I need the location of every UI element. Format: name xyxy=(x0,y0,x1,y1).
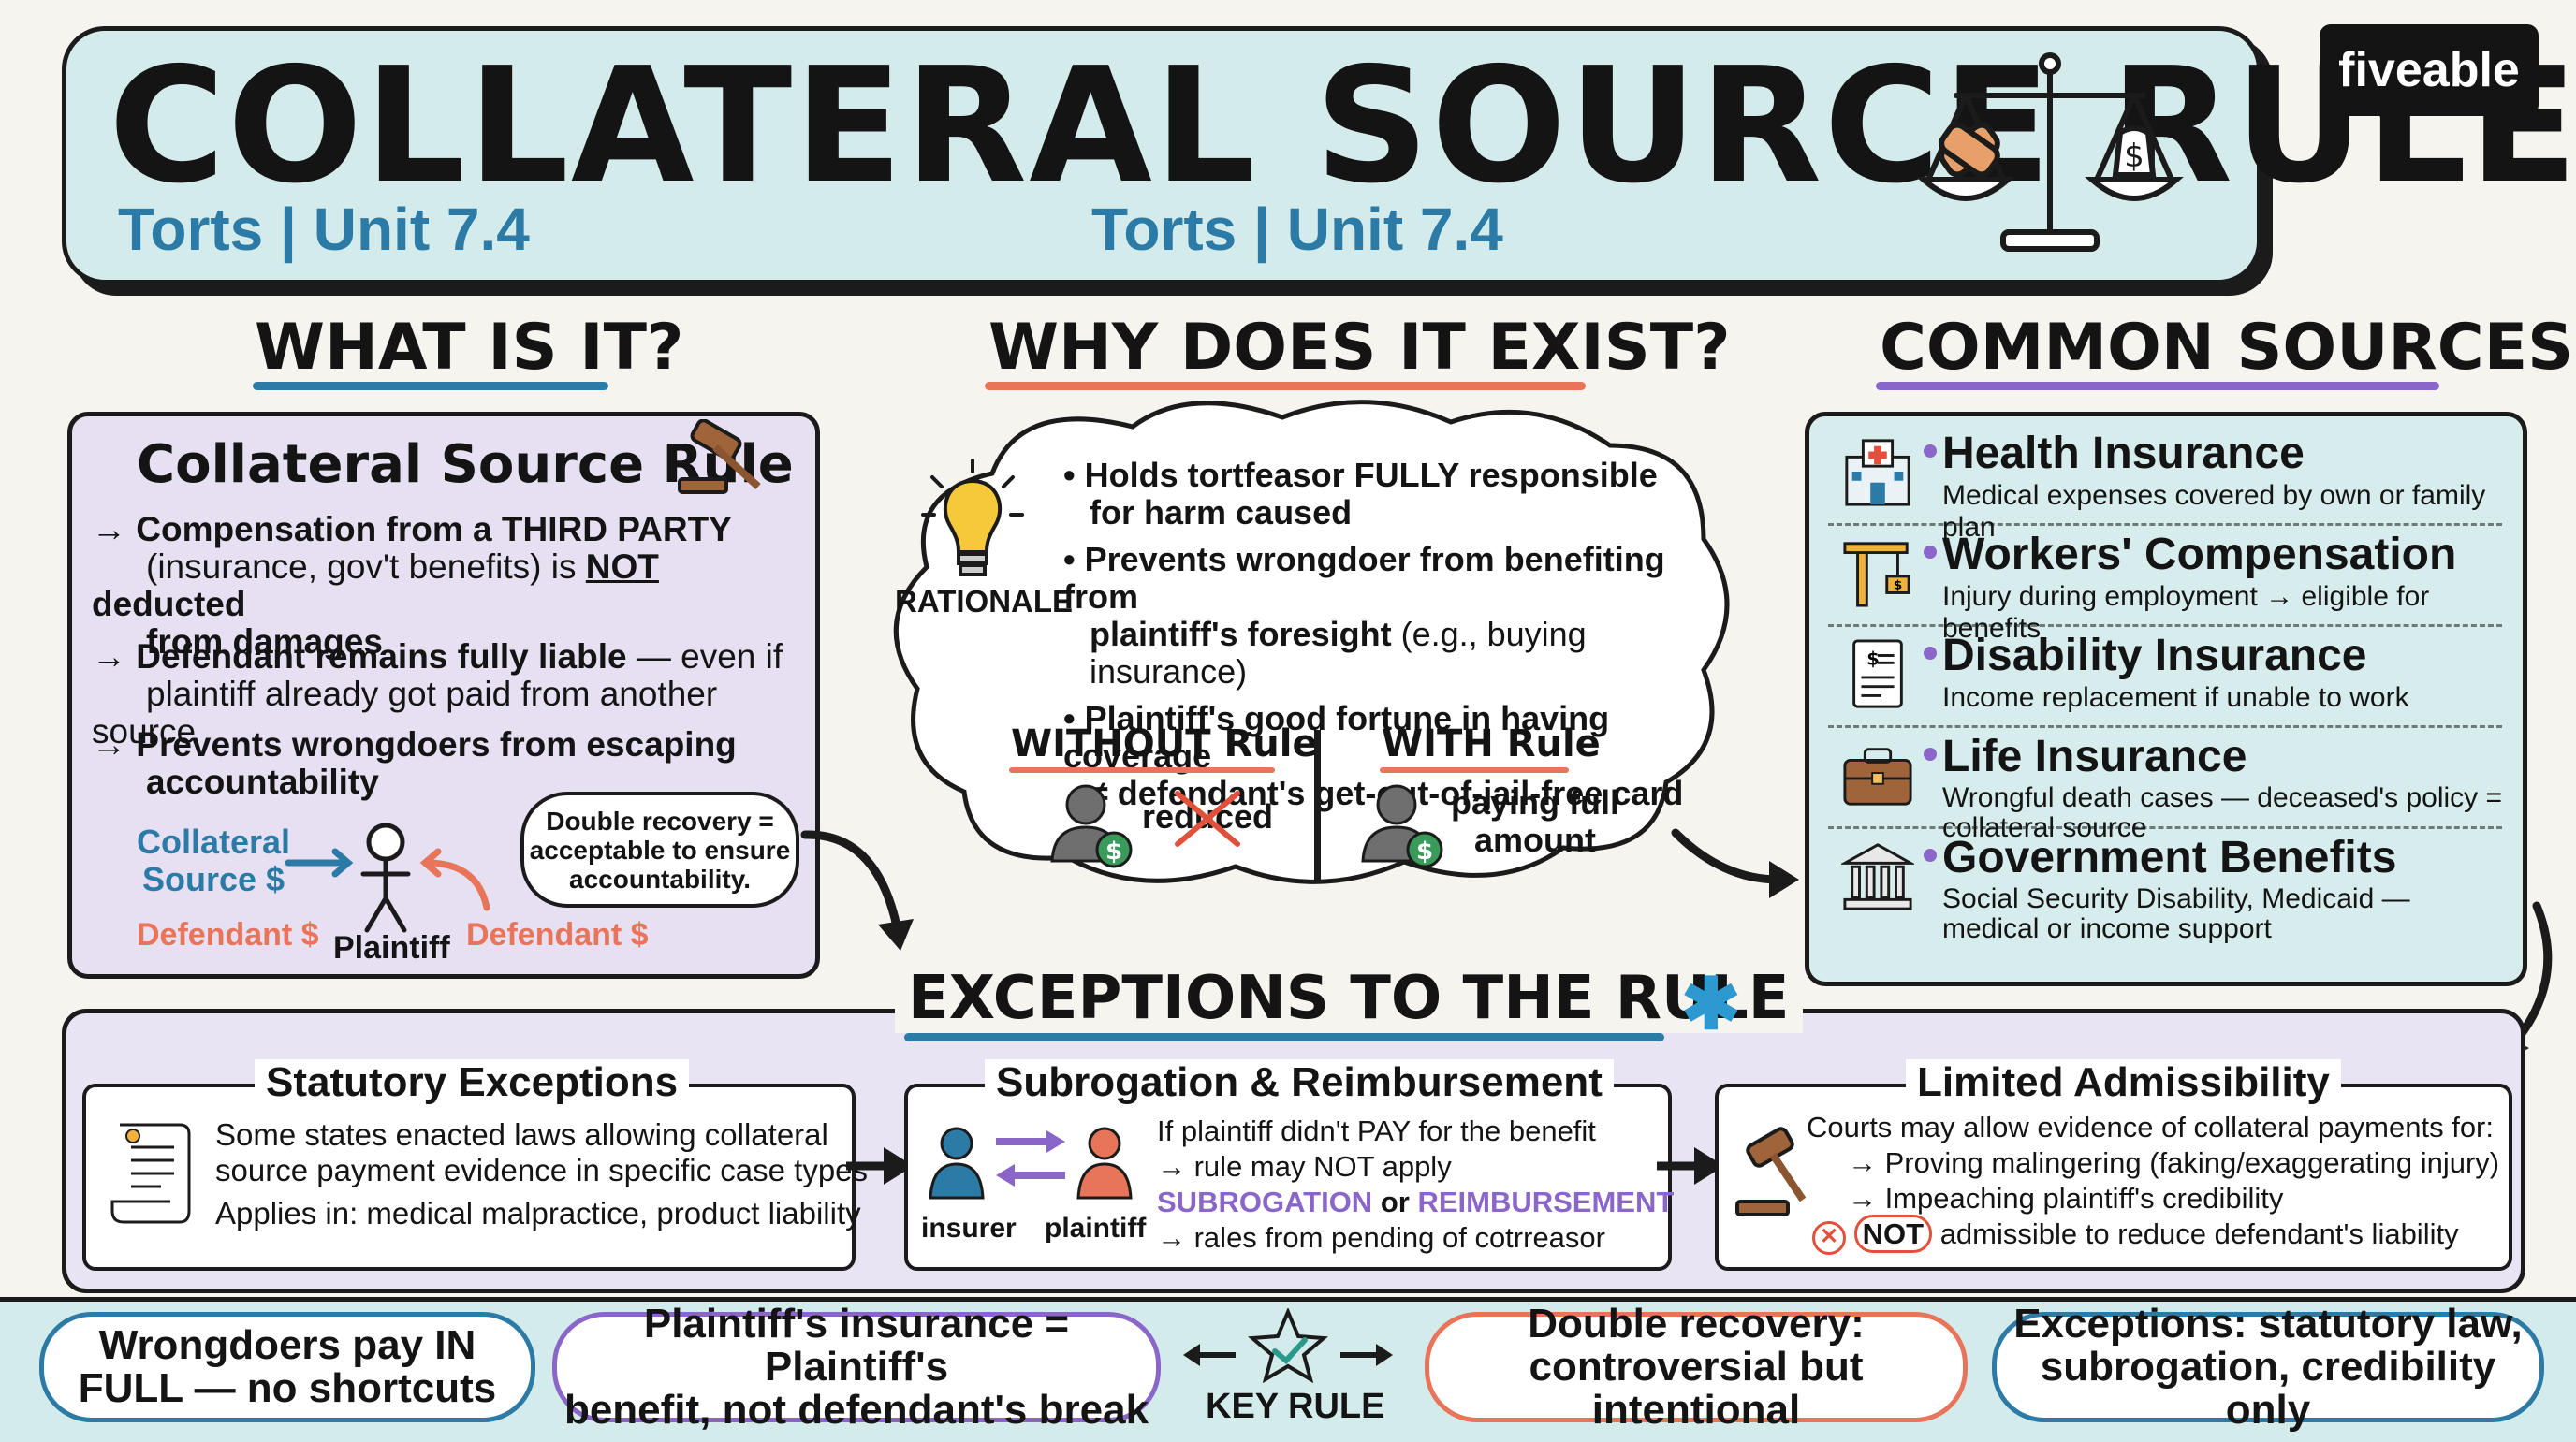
key-rule-label: KEY RULE xyxy=(1206,1387,1385,1426)
statutory-exceptions-box xyxy=(82,1084,856,1271)
arrow-to-sources xyxy=(1671,828,1799,898)
what-underline xyxy=(253,382,608,390)
without-underline xyxy=(1009,767,1275,773)
source-title: Workers' Compensation xyxy=(1942,530,2457,579)
insurer-label: insurer xyxy=(921,1213,1017,1244)
admissibility-title: Limited Admissibility xyxy=(1906,1059,2341,1106)
document-icon: $ xyxy=(1852,639,1903,708)
gavel-icon xyxy=(678,419,761,494)
divider xyxy=(1314,730,1321,880)
source-desc: Income replacement if unable to work xyxy=(1942,682,2409,713)
asterisk-icon: ✱ xyxy=(1681,965,1741,1044)
scales-of-justice-icon: $ xyxy=(1916,52,2184,252)
what-bullet-3: → Prevents wrongdoers from escaping acco… xyxy=(92,725,737,801)
b1-rest: (insurance, gov't benefits) is xyxy=(146,547,577,586)
svg-text:$: $ xyxy=(2124,138,2144,175)
pill-exceptions-summary: Exceptions: statutory law,subrogation, c… xyxy=(1992,1303,2544,1432)
source-desc: Injury during employment → eligible for … xyxy=(1942,581,2430,644)
plaintiff-label: Plaintiff xyxy=(333,930,450,966)
person-with-money-icon-without: $ xyxy=(1050,784,1133,868)
source-desc: Wrongful death cases — deceased's policy… xyxy=(1942,782,2503,843)
without-rule-label: WITHOUT Rule xyxy=(1011,722,1318,765)
arrow-to-exceptions-left xyxy=(800,830,914,951)
source-row-life: Life Insurance Wrongful death cases — de… xyxy=(1828,725,2502,843)
source-row-disability: $ Disability Insurance Income replacemen… xyxy=(1828,624,2502,728)
subrogation-title: Subrogation & Reimbursement xyxy=(985,1059,1614,1106)
scroll-document-icon xyxy=(110,1123,191,1224)
arrow-statutory-to-subrogation xyxy=(846,1147,914,1185)
b2-bold: Defendant remains fully liable xyxy=(136,637,627,676)
double-recovery-bubble: Double recovery = acceptable to ensure a… xyxy=(520,792,799,908)
source-desc: Medical expenses covered by own or famil… xyxy=(1942,480,2486,543)
svg-text:$: $ xyxy=(1105,838,1122,866)
b3-line2: accountability xyxy=(146,763,379,801)
why-underline xyxy=(985,382,1586,390)
exceptions-heading: EXCEPTIONS TO THE RULE xyxy=(895,964,1803,1033)
svg-text:$: $ xyxy=(1894,578,1903,593)
key-rule-star-icon xyxy=(1183,1308,1393,1383)
svg-text:$: $ xyxy=(1866,648,1880,669)
defendant-left-label: Defendant $ xyxy=(137,917,319,953)
subtitle-center: Torts | Unit 7.4 xyxy=(1091,196,1503,263)
source-desc: Social Security Disability, Medicaid — m… xyxy=(1942,883,2410,944)
header-banner xyxy=(62,26,2261,284)
logo-tail xyxy=(2372,109,2396,133)
exceptions-underline xyxy=(904,1033,1664,1041)
source-title: Life Insurance xyxy=(1942,732,2247,781)
subtitle-left: Torts | Unit 7.4 xyxy=(118,196,530,263)
b1-line3: from damages xyxy=(146,622,383,661)
source-title: Disability Insurance xyxy=(1942,631,2367,680)
statutory-text: Some states enacted laws allowing collat… xyxy=(215,1117,869,1231)
plaintiff-label-exc: plaintiff xyxy=(1045,1213,1147,1244)
rationale-label: RATIONALE xyxy=(895,584,1074,619)
hospital-icon xyxy=(1845,439,1910,506)
red-x-mark xyxy=(1175,791,1240,847)
collateral-source-label: Collateral Source $ xyxy=(137,823,291,898)
person-with-money-icon-with: $ xyxy=(1361,784,1443,868)
b1-bold: Compensation from a THIRD PARTY xyxy=(136,510,732,548)
page-title: COLLATERAL SOURCE RULE xyxy=(109,34,2576,219)
subrogation-text: If plaintiff didn't PAY for the benefit … xyxy=(1157,1114,1675,1254)
arrow-subrogation-to-admissibility xyxy=(1657,1147,1724,1185)
briefcase-icon xyxy=(1843,748,1912,806)
plaintiff-figure-diagram xyxy=(285,823,490,933)
rationale-points: • Holds tortfeasor FULLY responsible for… xyxy=(1063,456,1684,812)
fiveable-logo[interactable]: fiveable xyxy=(2320,24,2539,116)
source-row-health: Health Insurance Medical expenses covere… xyxy=(1828,422,2502,543)
b1-end: deducted xyxy=(92,585,246,623)
lightbulb-icon xyxy=(921,459,1024,576)
defendant-right-label: Defendant $ xyxy=(466,917,649,953)
svg-text:$: $ xyxy=(1416,838,1433,866)
what-bullet-1: → Compensation from a THIRD PARTY (insur… xyxy=(92,510,732,661)
b1-not: NOT xyxy=(585,547,659,586)
source-row-workers-comp: $ Workers' Compensation Injury during em… xyxy=(1828,523,2502,644)
sources-underline xyxy=(1876,382,2439,390)
b2-rest: — even if xyxy=(636,637,783,676)
insurer-plaintiff-exchange-icon xyxy=(929,1127,1133,1200)
source-title: Government Benefits xyxy=(1942,833,2397,882)
rationale-cloud xyxy=(893,400,1730,884)
common-sources-panel: Health Insurance Medical expenses covere… xyxy=(1805,412,2527,986)
source-title: Health Insurance xyxy=(1942,429,2305,478)
gavel-icon-2 xyxy=(1735,1127,1807,1216)
what-is-it-heading: WHAT IS IT? xyxy=(255,311,684,385)
b3-line1: Prevents wrongdoers from escaping xyxy=(136,725,737,764)
with-underline xyxy=(1380,767,1569,773)
with-rule-label: WITH Rule xyxy=(1382,722,1601,765)
paying-full-amount: paying full amount xyxy=(1451,783,1619,859)
x-circle-icon: ✕ xyxy=(1812,1221,1846,1255)
why-heading: WHY DOES IT EXIST? xyxy=(988,311,1731,385)
source-row-government: Government Benefits Social Security Disa… xyxy=(1828,826,2502,944)
b2-line2: plaintiff already got paid from another … xyxy=(92,675,718,750)
common-sources-heading: COMMON SOURCES xyxy=(1880,311,2574,385)
admissibility-text: Courts may allow evidence of collateral … xyxy=(1807,1110,2499,1255)
statutory-title: Statutory Exceptions xyxy=(255,1059,690,1106)
crane-icon: $ xyxy=(1843,542,1910,607)
pill-double-recovery: Double recovery:controversial but intent… xyxy=(1425,1303,1968,1432)
what-bullet-2: → Defendant remains fully liable — even … xyxy=(92,637,783,750)
bank-icon xyxy=(1841,843,1914,910)
